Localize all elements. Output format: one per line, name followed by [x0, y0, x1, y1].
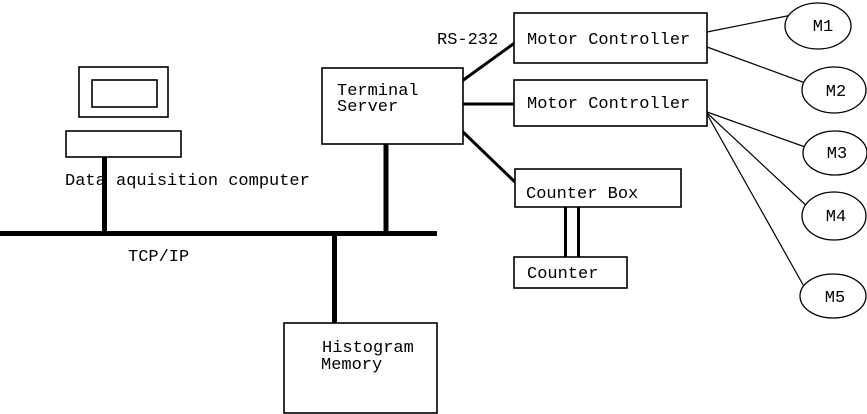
motor-m1-node — [784, 2, 852, 50]
motor-m2-label: M2 — [826, 83, 846, 102]
motor-m5-node — [799, 273, 867, 319]
motor-controller-2-box — [513, 79, 708, 127]
motor-controller-2-label: Motor Controller — [527, 95, 690, 114]
motor-m1-label: M1 — [813, 18, 833, 37]
motor-link-m3 — [706, 111, 809, 149]
motor-link-m5 — [706, 113, 807, 291]
rs232-label: RS-232 — [437, 31, 498, 50]
motor-m4-label: M4 — [826, 208, 846, 227]
motor-controller-1-label: Motor Controller — [527, 31, 690, 50]
motor-m5-label: M5 — [825, 289, 845, 308]
histogram-memory-label-line2: Memory — [321, 356, 382, 375]
monitor-screen-icon — [91, 79, 158, 108]
tcpip-label: TCP/IP — [128, 248, 189, 267]
terminal-server-label-line1: Terminal — [337, 82, 419, 101]
motor-m3-label: M3 — [827, 145, 847, 164]
terminal-server-label-line2: Server — [337, 98, 398, 117]
motor-m2-node — [801, 66, 867, 114]
histogram-memory-box — [283, 322, 438, 414]
data-acquisition-computer-icon — [65, 66, 182, 158]
motor-link-m2 — [706, 46, 809, 85]
motor-m4-node — [801, 191, 867, 241]
histogram-memory-label-line1: Histogram — [322, 339, 414, 358]
serial-link-counter-box — [460, 129, 519, 186]
motor-controller-1-box — [513, 12, 708, 64]
counter-label: Counter — [527, 265, 598, 284]
motor-link-m1 — [706, 14, 793, 33]
terminal-server-box — [321, 67, 464, 145]
motor-m3-node — [802, 130, 867, 176]
counter-box — [513, 256, 628, 289]
computer-label: Data aquisition computer — [65, 172, 310, 191]
serial-link-motor-controller-1 — [461, 40, 517, 83]
counter-box-box — [514, 168, 682, 208]
counter-box-label: Counter Box — [526, 185, 638, 204]
motor-link-m4 — [706, 112, 811, 210]
keyboard-icon — [65, 130, 182, 158]
